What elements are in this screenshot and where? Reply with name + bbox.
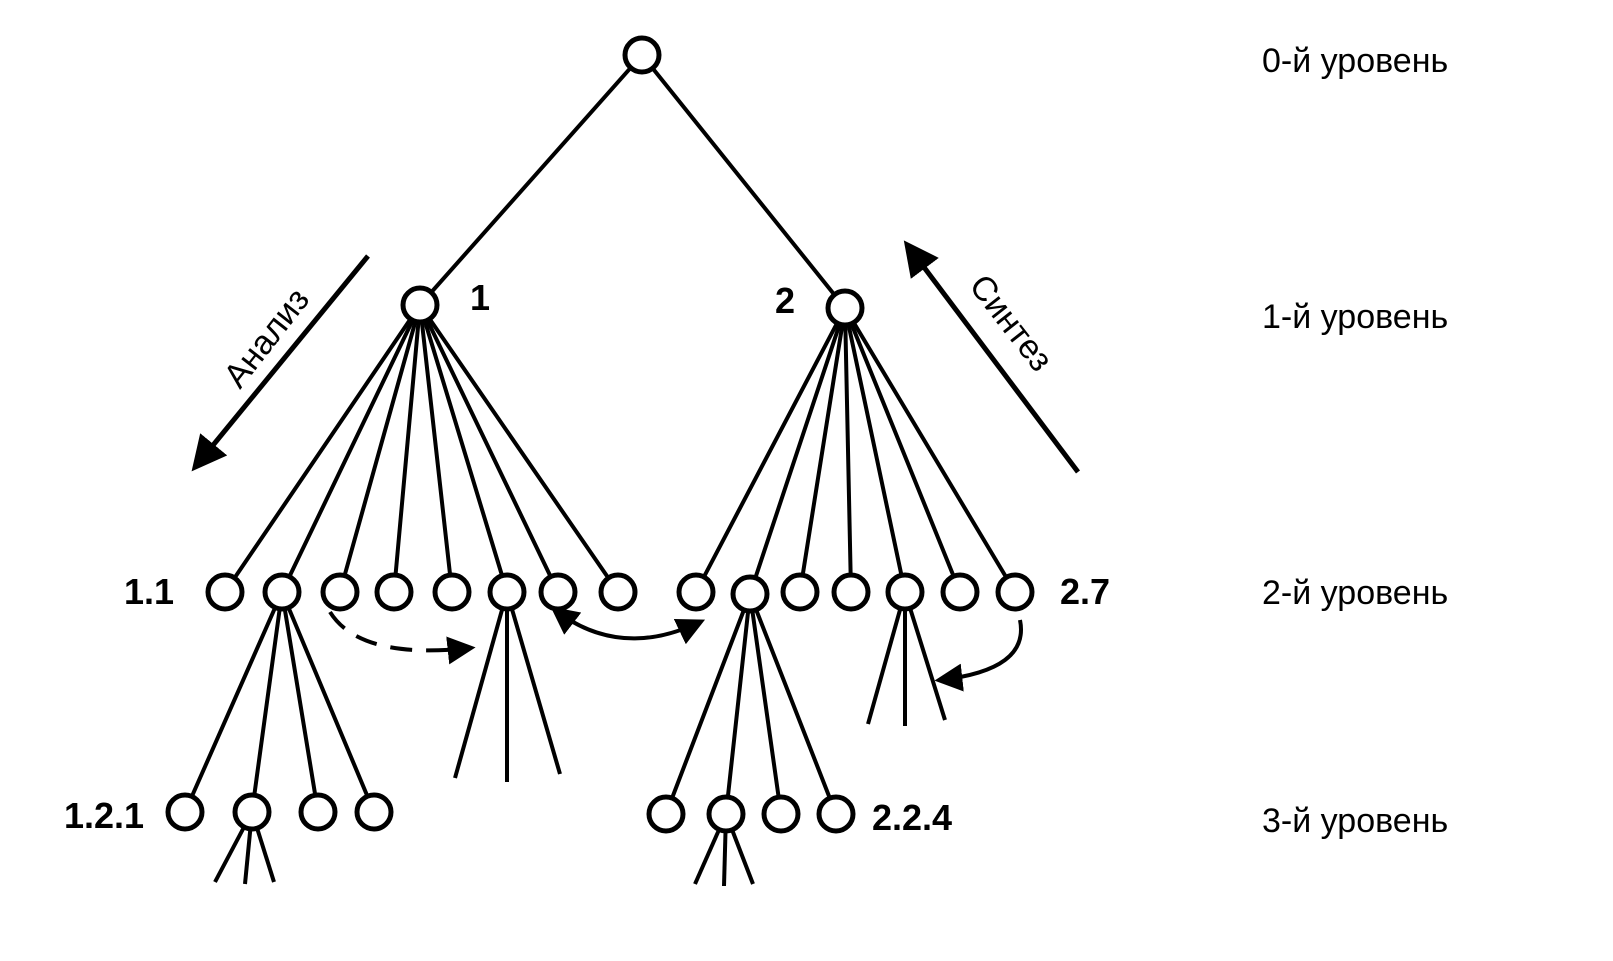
edge xyxy=(183,590,284,814)
edge xyxy=(748,306,847,596)
tree-node xyxy=(676,572,716,612)
node-label-2: 2 xyxy=(775,280,795,321)
tree-node xyxy=(262,572,302,612)
tree-node xyxy=(165,792,205,832)
tree-node xyxy=(232,792,272,832)
edge xyxy=(843,306,907,594)
level-label-2: 2-й уровень xyxy=(1262,574,1448,612)
level-label-1: 1-й уровень xyxy=(1262,298,1448,336)
branch-stub xyxy=(505,591,562,775)
edge xyxy=(250,590,284,814)
node-label-1: 1 xyxy=(470,277,490,318)
synthesis-arrow: Синтез xyxy=(903,240,1080,474)
edge xyxy=(418,303,454,594)
edge xyxy=(843,306,962,594)
tree-node xyxy=(598,572,638,612)
analysis-arrow: Анализ xyxy=(191,254,370,472)
edge xyxy=(418,303,620,594)
edge xyxy=(724,592,752,816)
edge xyxy=(280,590,320,814)
tree-node xyxy=(622,35,662,75)
edge xyxy=(843,306,1017,594)
level-label-3: 3-й уровень xyxy=(1262,802,1448,840)
branch-stubs xyxy=(213,591,947,887)
node-label-1-2-1: 1.2.1 xyxy=(64,795,144,836)
cross-links xyxy=(328,606,1023,692)
node-label-1-1: 1.1 xyxy=(124,571,174,612)
branch-stub xyxy=(903,591,947,721)
edge xyxy=(223,303,422,594)
tree-node xyxy=(816,794,856,834)
edge xyxy=(798,306,847,594)
tree-node xyxy=(205,572,245,612)
edge xyxy=(694,306,847,594)
tree-node xyxy=(432,572,472,612)
dashed-link-arrow xyxy=(328,610,476,665)
edge xyxy=(392,303,422,594)
tree-node xyxy=(646,794,686,834)
tree-node xyxy=(940,572,980,612)
tree-node xyxy=(374,572,414,612)
double-link-arrow xyxy=(550,606,706,645)
tree-edges xyxy=(183,53,1017,816)
tree-node xyxy=(995,572,1035,612)
edge xyxy=(748,592,838,816)
tree-node xyxy=(487,572,527,612)
branch-stub xyxy=(866,591,907,725)
edge xyxy=(418,303,560,594)
branch-stub xyxy=(453,591,509,779)
curved-link-arrow xyxy=(934,619,1023,692)
tree-node xyxy=(831,572,871,612)
tree-node xyxy=(885,572,925,612)
edge xyxy=(640,53,847,310)
edge xyxy=(418,303,509,594)
edge xyxy=(280,303,422,594)
level-label-0: 0-й уровень xyxy=(1262,42,1448,80)
edge xyxy=(338,303,422,594)
edge xyxy=(280,590,376,814)
tree-node xyxy=(320,572,360,612)
tree-node xyxy=(730,574,770,614)
edge xyxy=(843,306,853,594)
tree-node xyxy=(298,792,338,832)
tree-node xyxy=(825,288,865,328)
tree-node xyxy=(400,285,440,325)
edge xyxy=(418,53,644,307)
tree-nodes xyxy=(165,35,1035,834)
edge xyxy=(748,592,783,816)
tree-node xyxy=(538,572,578,612)
synthesis-label: Синтез xyxy=(962,268,1060,379)
node-label-2-2-4: 2.2.4 xyxy=(872,797,952,838)
tree-node xyxy=(780,572,820,612)
node-label-2-7: 2.7 xyxy=(1060,571,1110,612)
tree-node xyxy=(761,794,801,834)
tree-node xyxy=(706,794,746,834)
edge xyxy=(664,592,752,816)
tree-node xyxy=(354,792,394,832)
